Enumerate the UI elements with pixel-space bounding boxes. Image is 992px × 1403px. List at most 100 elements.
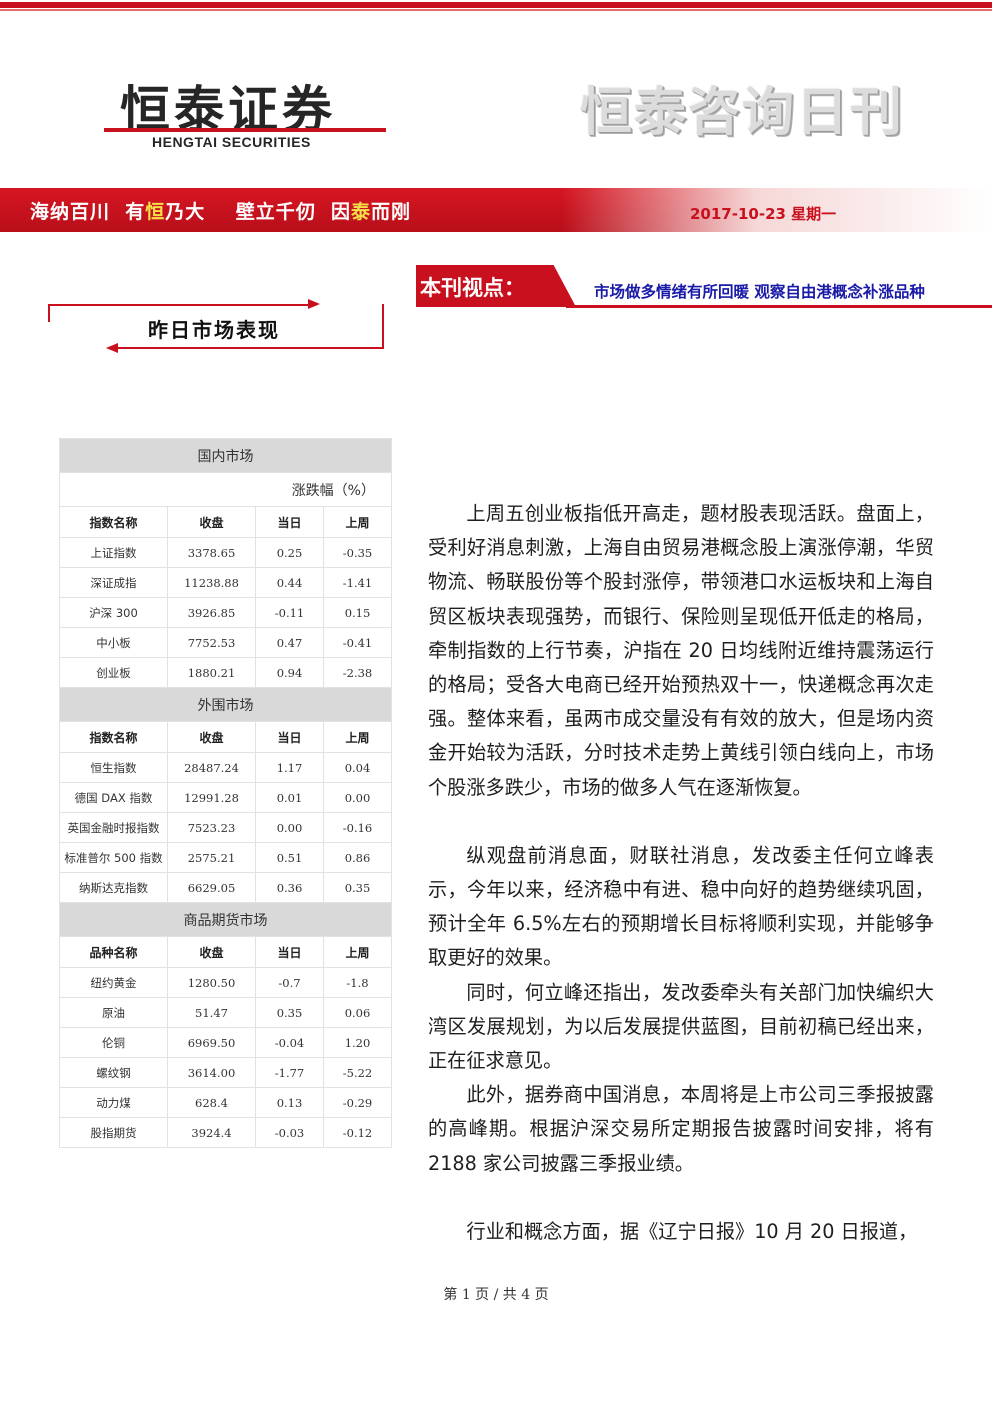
row-value-cell: -0.12 [323, 1117, 392, 1148]
row-name-cell: 纳斯达克指数 [59, 872, 168, 903]
slogan-part: 海纳百川 有 [30, 201, 146, 223]
body-paragraph: 此外，据券商中国消息，本周将是上市公司三季报披露的高峰期。根据沪深交易所定期报告… [428, 1083, 934, 1175]
group-title: 商品期货市场 [59, 902, 392, 937]
row-value-cell: 0.35 [255, 997, 324, 1028]
row-name-cell: 纽约黄金 [59, 967, 168, 998]
table-group-header: 商品期货市场 [59, 902, 392, 937]
row-name-cell: 动力煤 [59, 1087, 168, 1118]
row-value-cell: 51.47 [167, 997, 256, 1028]
row-value-cell: 0.94 [255, 657, 324, 688]
row-value-cell: 28487.24 [167, 752, 256, 783]
paragraph-gap [428, 1181, 934, 1215]
row-value-cell: 1.20 [323, 1027, 392, 1058]
section-header-box: 昨日市场表现 [48, 299, 386, 353]
row-value-cell: 2575.21 [167, 842, 256, 873]
column-header: 当日 [255, 936, 324, 968]
page-indicator: 第 1 页 / 共 4 页 [443, 1287, 549, 1303]
top-rule-bar [0, 2, 992, 8]
row-value-cell: 3924.4 [167, 1117, 256, 1148]
row-value-cell: 0.25 [255, 537, 324, 568]
banner-fade [562, 188, 992, 232]
row-name-cell: 原油 [59, 997, 168, 1028]
row-name-cell: 创业板 [59, 657, 168, 688]
row-value-cell: 3614.00 [167, 1057, 256, 1088]
unit-label: 涨跌幅（%） [59, 472, 392, 507]
company-logo-en: HENGTAI SECURITIES [152, 134, 311, 150]
table-header-row: 指数名称收盘当日上周 [59, 721, 392, 753]
arrow-right-icon [308, 299, 320, 309]
slogan-part: 乃大 壁立千仞 因 [165, 201, 351, 223]
row-name-cell: 股指期货 [59, 1117, 168, 1148]
row-value-cell: -0.16 [323, 812, 392, 843]
row-name-cell: 英国金融时报指数 [59, 812, 168, 843]
column-header: 收盘 [167, 506, 256, 538]
column-header: 品种名称 [59, 936, 168, 968]
body-paragraph: 同时，何立峰还指出，发改委牵头有关部门加快编织大湾区发展规划，为以后发展提供蓝图… [428, 980, 934, 1073]
row-value-cell: -0.03 [255, 1117, 324, 1148]
slogan-banner: 海纳百川 有恒乃大 壁立千仞 因泰而刚 2017-10-23 星期一 [0, 188, 992, 232]
row-value-cell: 0.00 [255, 812, 324, 843]
row-value-cell: 3378.65 [167, 537, 256, 568]
table-unit-row: 涨跌幅（%） [59, 472, 392, 507]
column-header: 指数名称 [59, 721, 168, 753]
row-value-cell: 0.86 [323, 842, 392, 873]
row-value-cell: -0.11 [255, 597, 324, 628]
row-value-cell: 0.01 [255, 782, 324, 813]
slogan-part: 泰 [350, 201, 371, 223]
viewpoint-text: 市场做多情绪有所回暖 观察自由港概念补涨品种 [594, 282, 925, 301]
column-header: 收盘 [167, 936, 256, 968]
row-name-cell: 上证指数 [59, 537, 168, 568]
row-name-cell: 中小板 [59, 627, 168, 658]
row-value-cell: 0.44 [255, 567, 324, 598]
paragraph-gap [428, 805, 934, 839]
logo-underline [104, 128, 386, 132]
row-value-cell: -0.7 [255, 967, 324, 998]
viewpoint-underline [566, 305, 992, 308]
row-value-cell: 11238.88 [167, 567, 256, 598]
row-value-cell: -1.8 [323, 967, 392, 998]
row-name-cell: 螺纹钢 [59, 1057, 168, 1088]
table-header-row: 指数名称收盘当日上周 [59, 506, 392, 538]
row-value-cell: 0.06 [323, 997, 392, 1028]
top-rule-bar-thin [0, 9, 992, 11]
table-group-header: 国内市场 [59, 438, 392, 473]
body-paragraph: 上周五创业板指低开高走，题材股表现活跃。盘面上，受利好消息刺激，上海自由贸易港概… [428, 502, 934, 799]
column-header: 上周 [323, 721, 392, 753]
slogan-text: 海纳百川 有恒乃大 壁立千仞 因泰而刚 [30, 197, 411, 224]
row-value-cell: -1.41 [323, 567, 392, 598]
group-title: 国内市场 [59, 438, 392, 473]
row-value-cell: 0.15 [323, 597, 392, 628]
row-value-cell: -1.77 [255, 1057, 324, 1088]
row-value-cell: 0.13 [255, 1087, 324, 1118]
section-frame-bottom [116, 347, 384, 349]
body-paragraph: 纵观盘前消息面，财联社消息，发改委主任何立峰表示，今年以来，经济稳中有进、稳中向… [428, 843, 934, 970]
group-title: 外围市场 [59, 687, 392, 722]
row-value-cell: -0.35 [323, 537, 392, 568]
section-frame-right [382, 304, 384, 348]
row-name-cell: 沪深 300 [59, 597, 168, 628]
row-name-cell: 德国 DAX 指数 [59, 782, 168, 813]
row-value-cell: 1880.21 [167, 657, 256, 688]
row-name-cell: 标准普尔 500 指数 [59, 842, 168, 873]
row-value-cell: -0.04 [255, 1027, 324, 1058]
row-value-cell: 0.36 [255, 872, 324, 903]
viewpoint-bar: 本刊视点： 市场做多情绪有所回暖 观察自由港概念补涨品种 [416, 265, 992, 309]
row-value-cell: 6629.05 [167, 872, 256, 903]
row-name-cell: 深证成指 [59, 567, 168, 598]
row-value-cell: 1.17 [255, 752, 324, 783]
row-value-cell: -5.22 [323, 1057, 392, 1088]
section-frame-top [48, 304, 316, 306]
